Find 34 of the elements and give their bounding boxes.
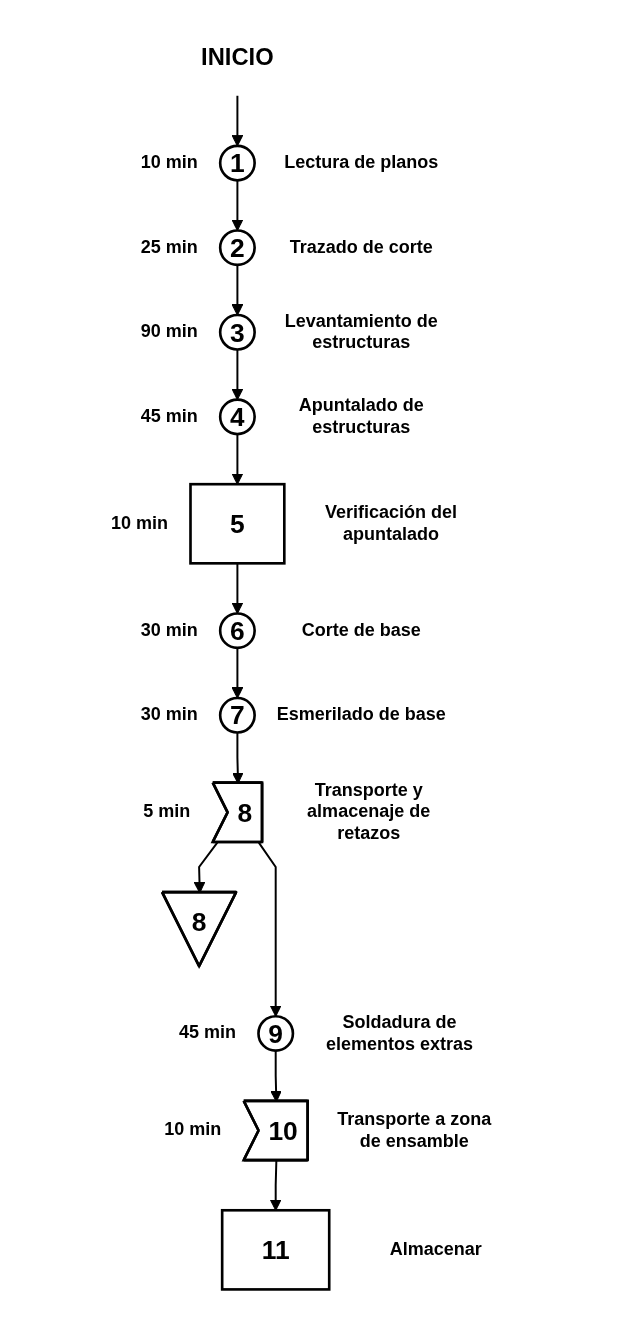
node-circle: 6	[218, 612, 256, 650]
arrow	[231, 94, 243, 147]
step-description: Lectura de planos	[283, 152, 440, 174]
step-description: Apuntalado de estructuras	[297, 395, 425, 439]
node-text: INICIO	[200, 44, 274, 71]
node-circle: 4	[218, 398, 256, 436]
duration-label: 30 min	[139, 704, 198, 726]
node-circle: 2	[218, 229, 256, 267]
arrow	[257, 841, 282, 1017]
duration-label: 5 min	[142, 801, 191, 823]
duration-label: 10 min	[139, 152, 198, 174]
duration-label: 45 min	[178, 1022, 237, 1045]
node-circle: 1	[218, 144, 256, 182]
step-description: Corte de base	[300, 619, 422, 642]
step-description: Soldadura de elementos extras	[325, 1011, 475, 1056]
arrow	[231, 433, 243, 485]
step-description: Almacenar	[388, 1238, 483, 1261]
node-circle: 9	[256, 1014, 294, 1052]
step-description: Trazado de corte	[288, 236, 434, 259]
node-circle: 3	[218, 313, 256, 351]
duration-label: 45 min	[139, 405, 198, 428]
step-description: Transporte y almacenaje de retazos	[306, 779, 432, 845]
step-description: Verificación del apuntalado	[323, 502, 458, 546]
node-box: 11	[220, 1208, 331, 1291]
step-description: Esmerilado de base	[276, 704, 447, 726]
duration-label: 90 min	[139, 321, 198, 343]
duration-label: 10 min	[163, 1119, 222, 1142]
step-description: Levantamiento de estructuras	[283, 310, 439, 354]
duration-label: 30 min	[139, 619, 198, 642]
duration-label: 25 min	[139, 236, 198, 259]
duration-label: 10 min	[110, 512, 169, 535]
node-box: 5	[188, 482, 286, 565]
node-circle: 7	[218, 696, 256, 734]
step-description: Transporte a zona de ensamble	[336, 1109, 493, 1153]
